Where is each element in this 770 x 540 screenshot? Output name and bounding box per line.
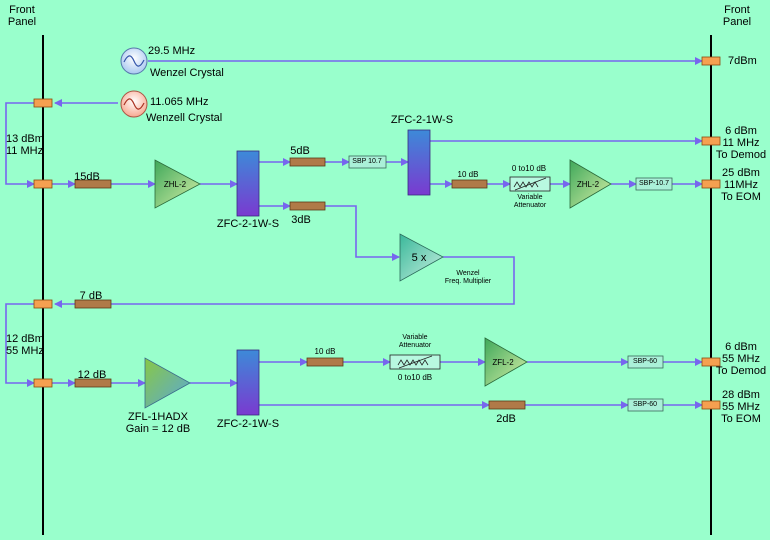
variable-attenuator-row1-range: 0 to10 dB — [511, 164, 547, 173]
frequency-multiplier — [399, 233, 444, 282]
variable-attenuator-row2 — [389, 354, 441, 370]
output-11mhz-eom-label: 25 dBm 11MHz To EOM — [721, 167, 761, 203]
wenzell-crystal-oscillator — [120, 90, 148, 118]
right-panel-title: Front Panel — [722, 4, 752, 28]
attenuator-5db — [289, 157, 326, 167]
attenuator-5db-label: 5dB — [290, 145, 310, 157]
left-panel-title: Front Panel — [7, 4, 37, 28]
attenuator-3db-label: 3dB — [291, 214, 311, 226]
right-connector-1 — [701, 56, 721, 66]
attenuator-12db-label: 12 dB — [77, 369, 107, 381]
right-connector-2 — [701, 136, 721, 146]
amplifier-zhl2-b-label: ZHL-2 — [576, 180, 600, 189]
output-55mhz-demod-label: 6 dBm 55 MHz To Demod — [715, 341, 767, 377]
bandpass-filter-sbp107-a — [348, 155, 387, 169]
bandpass-filter-sbp60-b — [627, 398, 664, 412]
splitter-row1-a-label: ZFC-2-1W-S — [216, 218, 280, 230]
left-connector-3 — [33, 299, 53, 309]
attenuator-10db-row2-label: 10 dB — [314, 347, 336, 356]
left-connector-2 — [33, 179, 53, 189]
amplifier-zfl1hadx — [144, 357, 191, 409]
attenuator-3db — [289, 201, 326, 211]
amplifier-zhl2-b — [569, 159, 612, 209]
attenuator-15db — [74, 179, 112, 189]
splitter-row1-b — [407, 129, 431, 196]
attenuator-7db-label: 7 dB — [79, 290, 103, 302]
attenuator-12db — [74, 378, 112, 388]
splitter-row1-b-label: ZFC-2-1W-S — [390, 114, 454, 126]
attenuator-2db-label: 2dB — [496, 413, 516, 425]
crystal-frequency-label: 29.5 MHz — [148, 45, 196, 57]
attenuator-10db-row1-label: 10 dB — [457, 170, 479, 179]
right-connector-3 — [701, 179, 721, 189]
crystal-name-label: Wenzel Crystal — [150, 67, 224, 79]
wenzel-crystal-oscillator — [120, 47, 148, 75]
filter-sbp60-a-label: SBP-60 — [632, 358, 658, 365]
frequency-multiplier-name: Wenzel Freq. Multiplier — [444, 270, 492, 285]
bandpass-filter-sbp107-b — [635, 177, 673, 191]
attenuator-2db — [488, 400, 526, 410]
amplifier-zfl2-label: ZFL-2 — [492, 358, 514, 367]
signal-55mhz-label: 12 dBm 55 MHz — [6, 333, 44, 357]
oscillator-frequency-label: 11.065 MHz — [150, 96, 209, 108]
attenuator-7db — [74, 299, 112, 309]
left-connector-4 — [33, 378, 53, 388]
attenuator-15db-label: 15dB — [74, 171, 100, 183]
attenuator-10db-row2 — [306, 357, 344, 367]
oscillator-name-label: Wenzell Crystal — [146, 112, 223, 124]
right-connector-4 — [701, 357, 721, 367]
amplifier-zfl1hadx-label: ZFL-1HADX Gain = 12 dB — [125, 411, 191, 435]
right-connector-5 — [701, 400, 721, 410]
filter-sbp60-b-label: SBP-60 — [632, 401, 658, 408]
filter-sbp107-a-label: SBP 10.7 — [352, 158, 382, 165]
splitter-row2-label: ZFC-2-1W-S — [216, 418, 280, 430]
output-55mhz-eom-label: 28 dBm 55 MHz To EOM — [721, 389, 761, 425]
bandpass-filter-sbp60-a — [627, 355, 664, 369]
filter-sbp107-b-label: SBP-10.7 — [639, 180, 669, 187]
output-11mhz-demod-label: 6 dBm 11 MHz To Demod — [715, 125, 767, 161]
variable-attenuator-row1 — [509, 176, 551, 192]
left-connector-1 — [33, 98, 53, 108]
variable-attenuator-row1-name: Variable Attenuator — [513, 194, 547, 209]
output-7dbm-label: 7dBm — [728, 55, 757, 67]
attenuator-10db-row1 — [451, 179, 488, 189]
variable-attenuator-row2-name: Variable Attenuator — [398, 334, 432, 349]
amplifier-zhl2-a-label: ZHL-2 — [163, 180, 187, 189]
splitter-row1-a — [236, 150, 260, 217]
amplifier-zfl2 — [484, 337, 528, 387]
wiring — [5, 57, 703, 409]
frequency-multiplier-label: 5 x — [411, 252, 427, 264]
variable-attenuator-row2-range: 0 to10 dB — [397, 373, 433, 382]
amplifier-zhl2-a — [154, 159, 201, 209]
splitter-row2 — [236, 349, 260, 416]
signal-11mhz-label: 13 dBm 11 MHz — [6, 133, 44, 157]
